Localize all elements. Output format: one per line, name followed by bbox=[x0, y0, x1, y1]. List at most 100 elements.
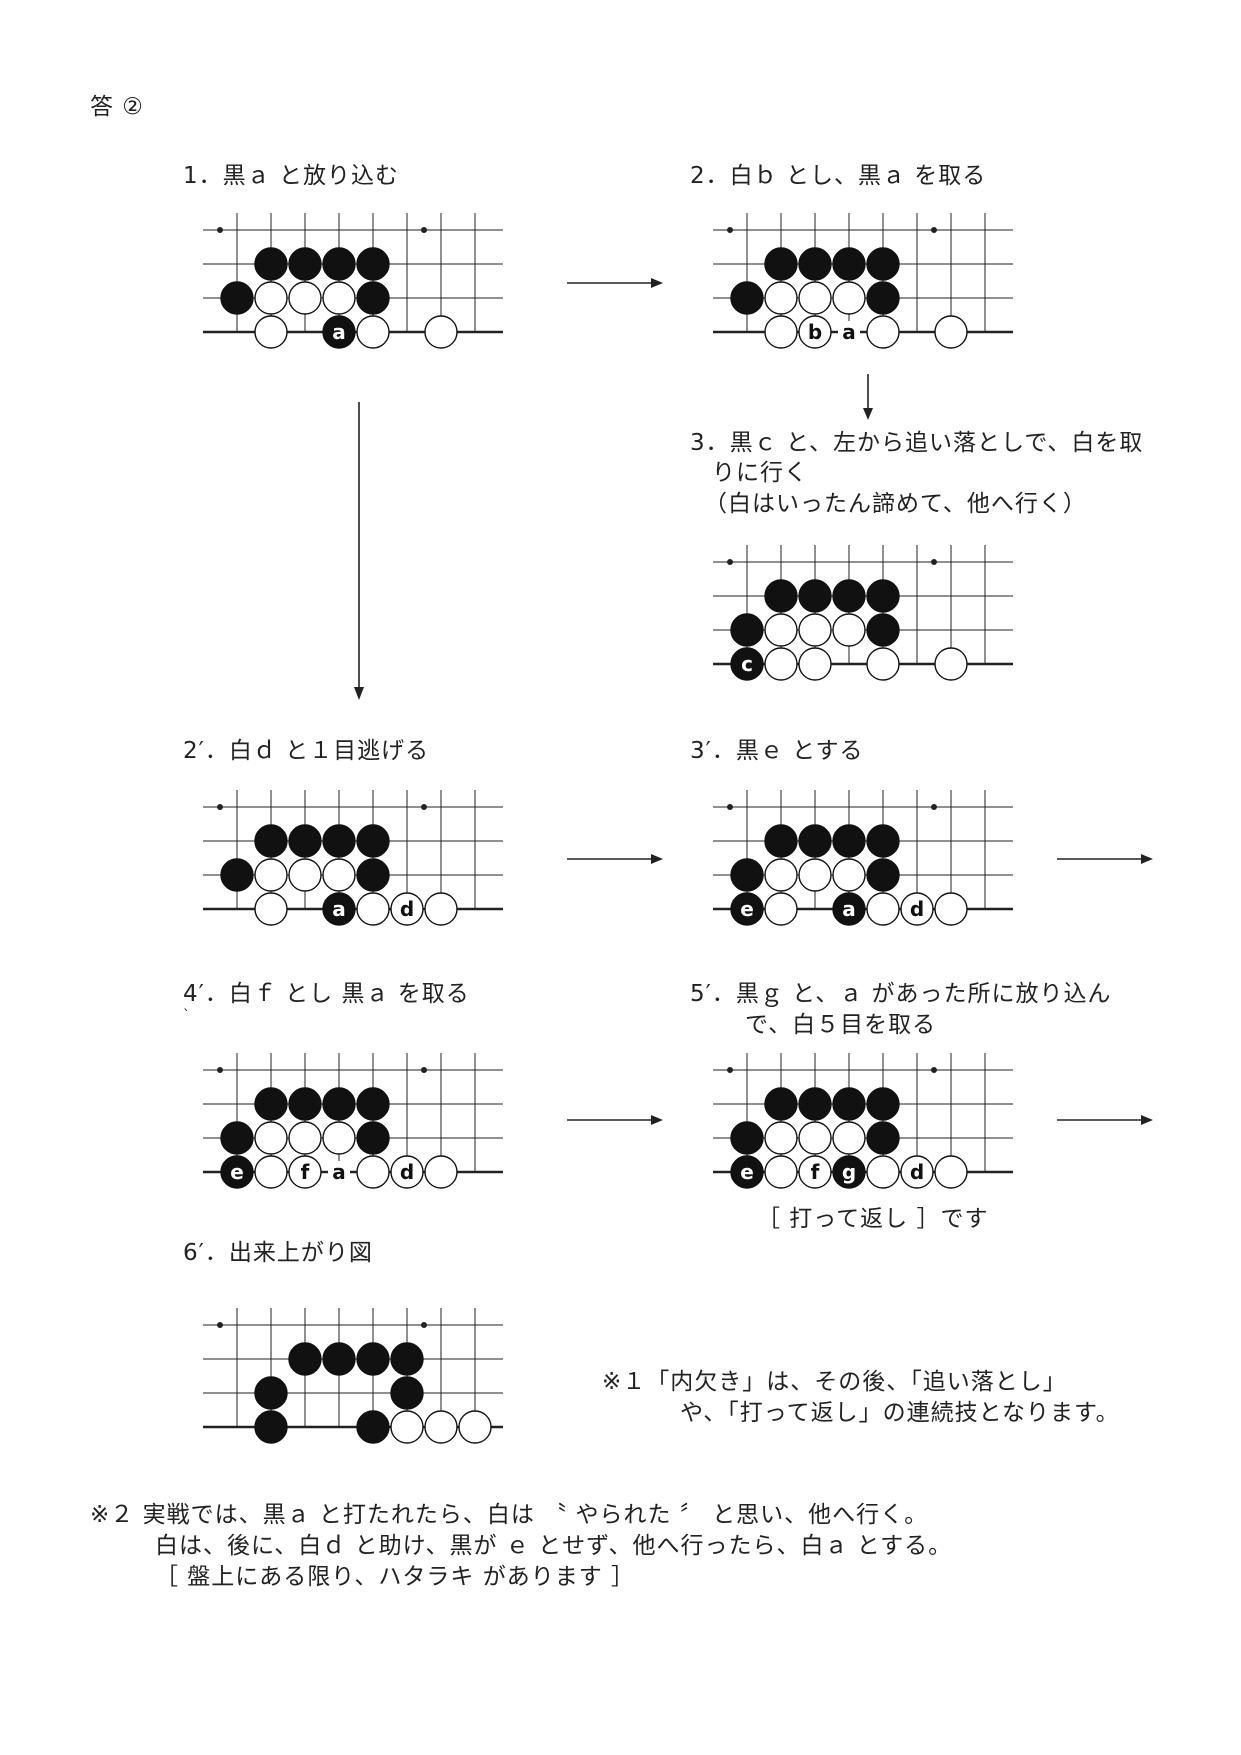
svg-text:d: d bbox=[910, 1160, 924, 1184]
white-stone bbox=[424, 892, 458, 926]
white-stone bbox=[866, 315, 900, 349]
black-stone: e bbox=[730, 1155, 764, 1189]
black-stone: g bbox=[832, 1155, 866, 1189]
black-stone bbox=[322, 824, 356, 858]
black-stone bbox=[322, 1342, 356, 1376]
black-stone bbox=[764, 1087, 798, 1121]
white-stone bbox=[832, 1121, 866, 1155]
svg-text:a: a bbox=[332, 320, 346, 344]
svg-text:d: d bbox=[400, 897, 414, 921]
step-2-caption: 2．白ｂ とし、黒ａ を取る bbox=[690, 163, 987, 189]
black-stone bbox=[288, 824, 322, 858]
black-stone bbox=[730, 281, 764, 315]
black-stone bbox=[798, 1087, 832, 1121]
black-stone: a bbox=[322, 315, 356, 349]
black-stone bbox=[356, 858, 390, 892]
black-stone bbox=[764, 247, 798, 281]
black-stone bbox=[356, 1410, 390, 1444]
step-5p-caption-line1: 5′．黒ｇ と、ａ があった所に放り込ん bbox=[690, 981, 1112, 1007]
step-3-caption-line2: りに行く bbox=[712, 460, 808, 486]
black-stone bbox=[254, 1087, 288, 1121]
board-point-label: a bbox=[838, 320, 860, 344]
arrow-right-1 bbox=[567, 278, 663, 288]
step-2p-caption: 2′．白ｄ と１目逃げる bbox=[183, 738, 430, 764]
black-stone bbox=[730, 1121, 764, 1155]
svg-text:e: e bbox=[230, 1160, 244, 1184]
black-stone bbox=[866, 858, 900, 892]
arrow-right-5 bbox=[1057, 1115, 1153, 1125]
svg-text:b: b bbox=[808, 320, 822, 344]
black-stone bbox=[730, 613, 764, 647]
black-stone bbox=[730, 858, 764, 892]
black-stone bbox=[866, 281, 900, 315]
black-stone bbox=[356, 1121, 390, 1155]
step-3p-caption: 3′．黒ｅ とする bbox=[690, 738, 864, 764]
svg-text:d: d bbox=[400, 1160, 414, 1184]
white-stone: d bbox=[390, 892, 424, 926]
go-diagram-1: a bbox=[203, 213, 503, 349]
black-stone: e bbox=[730, 892, 764, 926]
svg-text:g: g bbox=[842, 1160, 856, 1184]
white-stone bbox=[458, 1410, 492, 1444]
black-stone bbox=[220, 858, 254, 892]
svg-text:a: a bbox=[332, 897, 346, 921]
note-1-line1: ※１「内欠き」は、その後、「追い落とし」 bbox=[602, 1369, 1067, 1395]
black-stone bbox=[356, 824, 390, 858]
black-stone bbox=[390, 1376, 424, 1410]
black-stone: c bbox=[730, 647, 764, 681]
white-stone bbox=[764, 647, 798, 681]
white-stone bbox=[390, 1410, 424, 1444]
black-stone bbox=[798, 824, 832, 858]
arrow-down-1 bbox=[863, 374, 873, 420]
svg-text:f: f bbox=[301, 1160, 310, 1184]
black-stone bbox=[866, 1121, 900, 1155]
white-stone bbox=[832, 858, 866, 892]
black-stone bbox=[798, 247, 832, 281]
white-stone bbox=[322, 1121, 356, 1155]
board-point-label: a bbox=[328, 1160, 350, 1184]
white-stone: b bbox=[798, 315, 832, 349]
black-stone bbox=[866, 1087, 900, 1121]
step-5p-note: ［ 打って返し ］です bbox=[757, 1206, 989, 1232]
step-5p-caption-line2: で、白５目を取る bbox=[745, 1012, 937, 1038]
white-stone bbox=[254, 1121, 288, 1155]
black-stone bbox=[254, 1410, 288, 1444]
white-stone bbox=[356, 892, 390, 926]
step-3-caption-line3: （白はいったん諦めて、他へ行く） bbox=[704, 491, 1087, 517]
black-stone bbox=[798, 579, 832, 613]
step-1-caption: 1．黒ａ と放り込む bbox=[183, 163, 399, 189]
svg-text:d: d bbox=[910, 897, 924, 921]
white-stone bbox=[764, 858, 798, 892]
black-stone bbox=[322, 1087, 356, 1121]
svg-text:c: c bbox=[741, 652, 753, 676]
go-diagram-6p bbox=[203, 1308, 503, 1444]
black-stone bbox=[254, 824, 288, 858]
black-stone bbox=[356, 247, 390, 281]
white-stone bbox=[356, 315, 390, 349]
white-stone bbox=[764, 892, 798, 926]
white-stone bbox=[934, 892, 968, 926]
white-stone bbox=[866, 1155, 900, 1189]
white-stone bbox=[254, 1155, 288, 1189]
white-stone bbox=[866, 892, 900, 926]
black-stone bbox=[832, 247, 866, 281]
black-stone bbox=[356, 1087, 390, 1121]
black-stone bbox=[322, 247, 356, 281]
white-stone bbox=[832, 613, 866, 647]
black-stone bbox=[866, 579, 900, 613]
white-stone bbox=[866, 647, 900, 681]
white-stone: f bbox=[798, 1155, 832, 1189]
white-stone bbox=[322, 281, 356, 315]
note-2-line1: ※２ 実戦では、黒ａ と打たれたら、白は 〝 やられた 〞 と思い、他へ行く。 bbox=[90, 1502, 929, 1528]
svg-text:a: a bbox=[842, 897, 856, 921]
go-diagram-3: c bbox=[713, 545, 1013, 681]
white-stone: d bbox=[390, 1155, 424, 1189]
answer-heading: 答 ② bbox=[90, 94, 144, 120]
black-stone bbox=[220, 281, 254, 315]
svg-text:a: a bbox=[842, 320, 856, 344]
black-stone bbox=[220, 1121, 254, 1155]
white-stone bbox=[322, 858, 356, 892]
